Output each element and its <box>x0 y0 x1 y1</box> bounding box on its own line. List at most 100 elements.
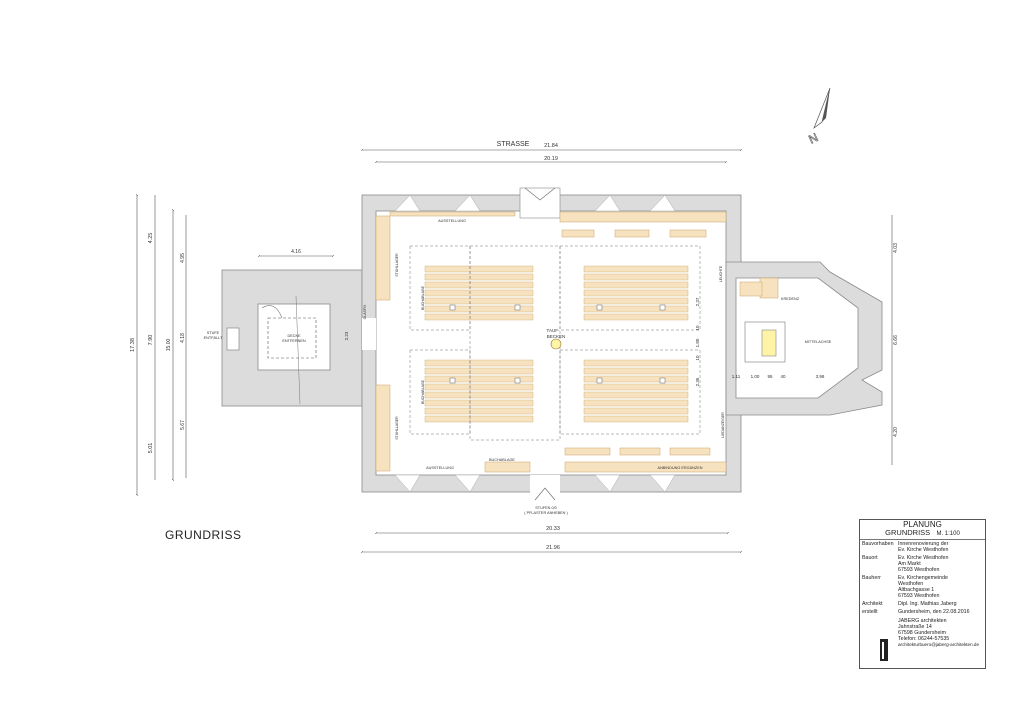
tb-line: JABERG architekten <box>898 618 947 624</box>
tb-line: 67593 Westhofen <box>898 567 940 573</box>
label-leuchte: LEUCHTE <box>719 265 723 282</box>
dim-top-outer: 21.84 <box>544 143 558 149</box>
title-block: PLANUNG GRUNDRISS M. 1:100 Bauvorhaben I… <box>859 519 986 669</box>
dim-chancel-2: 1.00 <box>751 374 760 379</box>
dim-chancel-4: 40 <box>780 374 786 379</box>
dim-bottom-inner: 20.33 <box>546 526 560 532</box>
dim-aisle-2: 1.80 <box>695 338 700 347</box>
dim-aisle-1: 2.37 <box>695 297 700 306</box>
label-ausstellung-top: AUSSTELLUNG <box>438 219 466 223</box>
dim-chancel-5: 3.98 <box>816 374 825 379</box>
dim-aisle-gap-2: 10 <box>695 355 700 361</box>
tb-line: Jahnstraße 14 <box>898 624 932 630</box>
label-annex-room-2: ENTFERNEN <box>282 339 305 343</box>
dim-left-total: 17.38 <box>130 338 136 352</box>
label-annex-room-1: DECKE <box>287 334 301 338</box>
pew-block-ne <box>583 265 689 321</box>
title-block-architekt: Architekt Dipl. Ing. Mathias Jaberg <box>860 600 985 608</box>
tb-value: Dipl. Ing. Mathias Jaberg <box>898 601 957 607</box>
tb-line: Westhofen <box>898 581 924 587</box>
font-basin-icon <box>550 338 562 350</box>
dim-annex-width: 4.16 <box>291 249 301 255</box>
tb-line: Telefon: 06244-57535 <box>898 636 950 642</box>
dim-left-mid: 7.90 <box>148 335 154 346</box>
tb-value: JABERG architekten Jahnstraße 14 67598 G… <box>898 618 983 648</box>
pew-block-sw <box>424 359 534 423</box>
office-logo-icon <box>880 639 888 661</box>
label-ausstellung-bottom: AUSSTELLUNG <box>426 466 454 470</box>
label-kredenz: KREDENZ <box>781 297 800 301</box>
label-entrance-1: STUFEN 0/0 <box>535 506 557 510</box>
dim-chancel-3: 95 <box>767 374 773 379</box>
furniture <box>375 211 727 473</box>
pew-block-nw <box>424 265 534 321</box>
street-label: STRASSE <box>497 141 530 148</box>
tb-line: 67598 Gundersheim <box>898 630 946 636</box>
label-buchablage-bottom: BUCHABLAGE <box>489 458 515 462</box>
dim-right-top: 4.03 <box>893 243 899 253</box>
tb-key: Bauort <box>862 555 878 561</box>
label-stuhllager-top: STUHLLAGER <box>395 253 399 277</box>
label-stufe-1: STUFE <box>207 331 220 335</box>
title-block-header: PLANUNG GRUNDRISS M. 1:100 <box>860 520 985 540</box>
dim-left-inner-b: 15.00 <box>166 339 172 352</box>
north-label: N <box>806 130 820 146</box>
pew-block-se <box>583 359 689 423</box>
dim-bottom-outer: 21.96 <box>546 545 560 551</box>
dim-chancel-1: 1.11 <box>732 374 741 379</box>
dim-right-bottom: 4.20 <box>893 427 899 437</box>
dim-annex-door: 2.23 <box>344 331 349 340</box>
tb-line: Ev. Kirche Westhofen <box>898 547 949 553</box>
tb-line: Ev. Kirche Westhofen <box>898 555 949 561</box>
label-stuhllager-bottom: STUHLLAGER <box>395 416 399 440</box>
apse <box>725 261 883 416</box>
label-buchablage-left-bottom: BUCHABLAGE <box>421 379 425 404</box>
tb-value: Gundersheim, den 22.08.2016 <box>898 609 970 615</box>
tb-key: Bauherr <box>862 575 881 581</box>
label-stufe-2: ENTFÄLLT <box>204 336 223 340</box>
tb-line: 67593 Westhofen <box>898 593 940 599</box>
label-taufbecken-2: BECKEN <box>547 334 566 339</box>
tb-line: Am Markt <box>898 561 921 567</box>
dim-aisle-3: 2.36 <box>695 377 700 386</box>
pillars <box>449 304 666 384</box>
tb-key: Bauvorhaben <box>862 541 894 547</box>
drawing-title: GRUNDRISS <box>165 528 242 542</box>
label-taufbecken-1: TAUF- <box>547 328 560 333</box>
dim-left-inner-a: 4.95 <box>180 253 186 263</box>
tb-key: Architekt <box>862 601 883 607</box>
north-arrow-icon: N <box>806 87 831 147</box>
label-glasfix: GLASFIX <box>363 304 367 319</box>
annex <box>221 269 363 407</box>
tb-line: architekturbuero@jaberg-architekten.de <box>898 642 980 647</box>
label-anbindung: ANBINDUNG ERGÄNZEN <box>658 466 703 470</box>
tb-line: Ev. Kirchengemeinde <box>898 575 948 581</box>
tb-line: Altbachgasse 1 <box>898 587 935 593</box>
title-block-office: JABERG architekten Jahnstraße 14 67598 G… <box>860 616 985 649</box>
title-block-planung: PLANUNG <box>903 520 942 529</box>
dim-left-top: 4.25 <box>148 233 154 244</box>
dim-left-inner-d: 5.67 <box>180 420 186 430</box>
title-block-scale: M. 1:100 <box>936 531 960 537</box>
dim-left-bottom: 5.01 <box>148 443 154 454</box>
dim-aisle-gap-1: 10 <box>695 325 700 331</box>
title-block-grundriss: GRUNDRISS <box>885 528 931 537</box>
label-entrance-2: ( PFLASTER ANHEBEN ) <box>524 511 568 515</box>
label-mittelachse: MITTELACHSE <box>805 340 832 344</box>
tb-key: erstellt <box>862 609 878 615</box>
dim-top-inner: 20.19 <box>544 156 558 162</box>
dim-right-mid: 6.66 <box>893 335 899 345</box>
label-buchablage-left-top: BUCHABLAGE <box>421 285 425 310</box>
tb-line: Innenrenovierung der <box>898 541 949 547</box>
title-block-erstellt: erstellt Gundersheim, den 22.08.2016 <box>860 608 985 616</box>
title-block-sheet: GRUNDRISS M. 1:100 <box>860 529 985 538</box>
dim-left-inner-c: 4.18 <box>180 333 186 343</box>
label-liedanzeiger: LIEDANZEIGER <box>721 412 725 438</box>
